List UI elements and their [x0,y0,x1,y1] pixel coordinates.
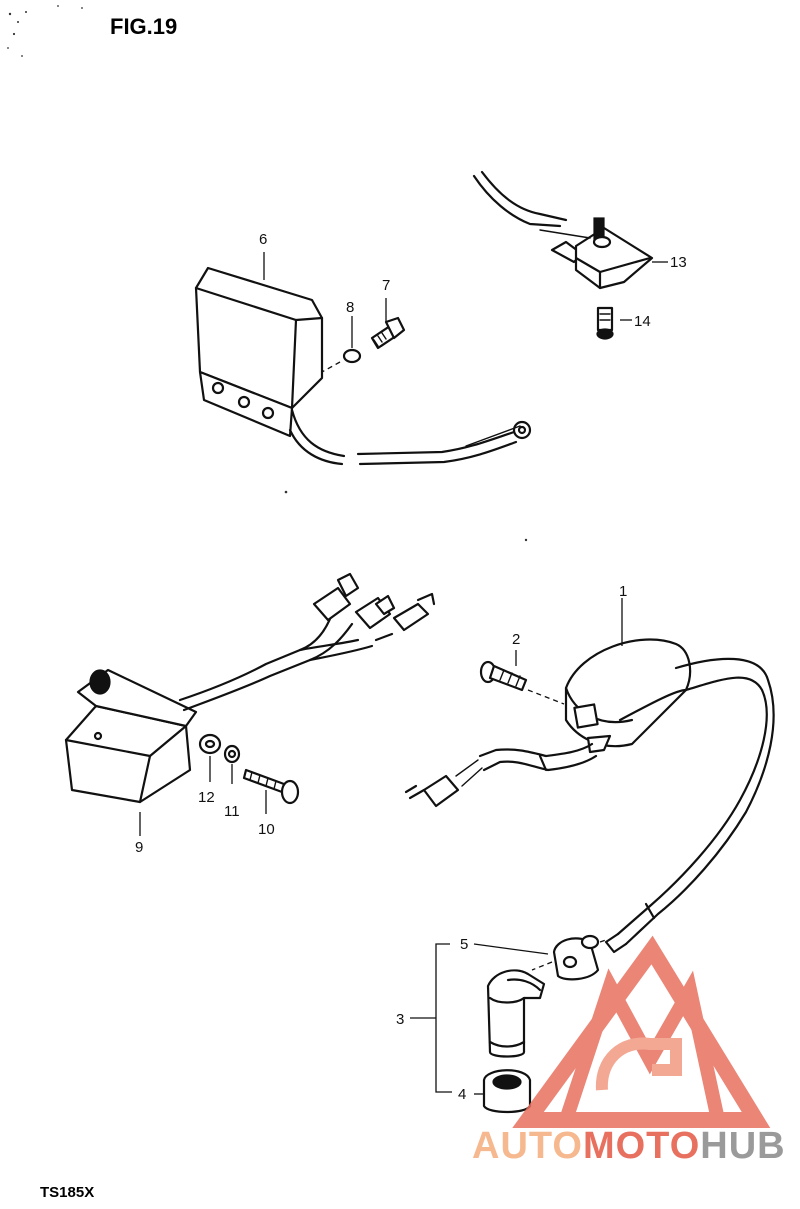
watermark-text: AUTOMOTOHUB [472,1125,786,1167]
part-14-screw [596,306,614,340]
label-3: 3 [396,1011,404,1028]
label-14: 14 [634,313,651,330]
label-13: 13 [670,254,687,271]
label-7: 7 [382,277,390,294]
watermark-logo [512,935,771,1128]
label-8: 8 [346,299,354,316]
part-1-ignition-coil [404,638,775,954]
label-4: 4 [458,1086,466,1103]
part-3-plug-cap [410,934,607,1114]
label-11: 11 [224,803,240,820]
part-7-bolt [370,316,406,350]
label-1: 1 [619,583,627,600]
label-5: 5 [460,936,468,953]
part-2-bolt [479,660,565,705]
label-12: 12 [198,789,215,806]
watermark-part-auto: AUTO [472,1125,583,1167]
watermark-part-hub: HUB [700,1125,785,1167]
label-6: 6 [259,231,267,248]
label-9: 9 [135,839,143,856]
part-6-regulator [194,266,532,466]
part-12-washer [198,733,222,755]
label-2: 2 [512,631,520,648]
scan-speckles [7,5,528,542]
part-8-washer [321,348,362,373]
part-9-cdi-unit [64,572,436,804]
leader-lines [139,252,668,1095]
watermark-part-moto: MOTO [583,1125,700,1167]
part-13-sensor [472,170,654,290]
part-11-lock-washer [223,744,241,764]
part-10-screw [242,768,300,805]
part-labels: 1 2 3 4 5 6 7 8 9 10 11 12 13 14 [135,231,687,1103]
figure-title: FIG.19 [110,14,177,39]
model-code: TS185X [40,1184,94,1201]
label-10: 10 [258,821,275,838]
